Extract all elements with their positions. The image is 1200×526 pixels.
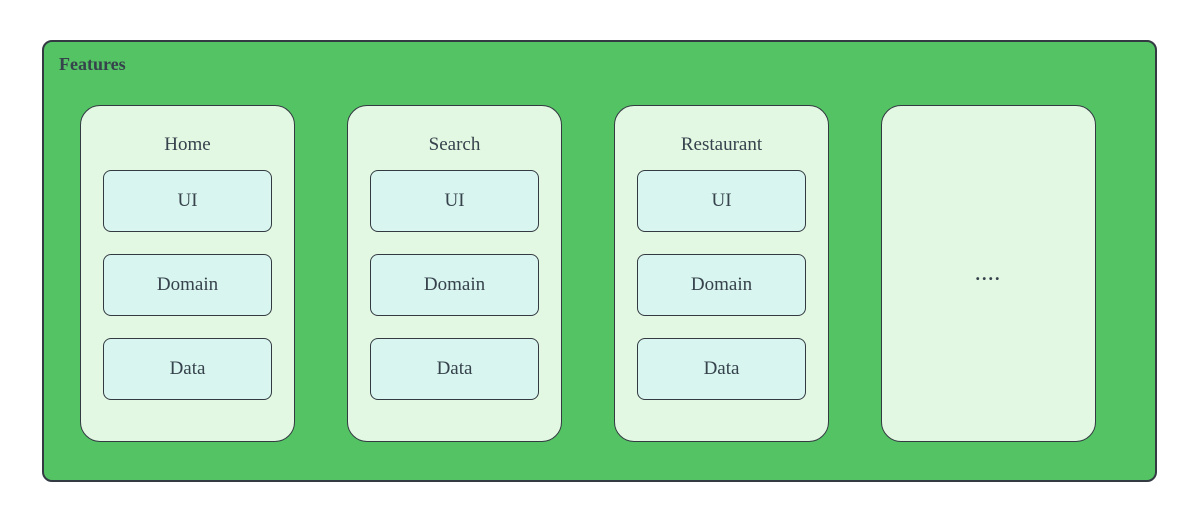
- layer-box-domain: Domain: [103, 254, 272, 316]
- layer-box-ui: UI: [103, 170, 272, 232]
- feature-columns-row: Home UI Domain Data Search UI Domain Dat…: [80, 105, 1096, 442]
- feature-column-home: Home UI Domain Data: [80, 105, 295, 442]
- layer-box-ui: UI: [370, 170, 539, 232]
- features-group: Features Home UI Domain Data Search UI D…: [42, 40, 1157, 482]
- layer-box-data: Data: [370, 338, 539, 400]
- features-group-title: Features: [59, 54, 126, 74]
- column-title-restaurant: Restaurant: [680, 134, 763, 155]
- layer-box-domain: Domain: [370, 254, 539, 316]
- layer-box-data: Data: [103, 338, 272, 400]
- layer-box-data: Data: [637, 338, 806, 400]
- column-title-home: Home: [164, 134, 211, 155]
- column-title-search: Search: [428, 134, 481, 155]
- feature-column-more: ....: [881, 105, 1096, 442]
- feature-column-restaurant: Restaurant UI Domain Data: [614, 105, 829, 442]
- layer-box-ui: UI: [637, 170, 806, 232]
- layer-box-domain: Domain: [637, 254, 806, 316]
- feature-column-search: Search UI Domain Data: [347, 105, 562, 442]
